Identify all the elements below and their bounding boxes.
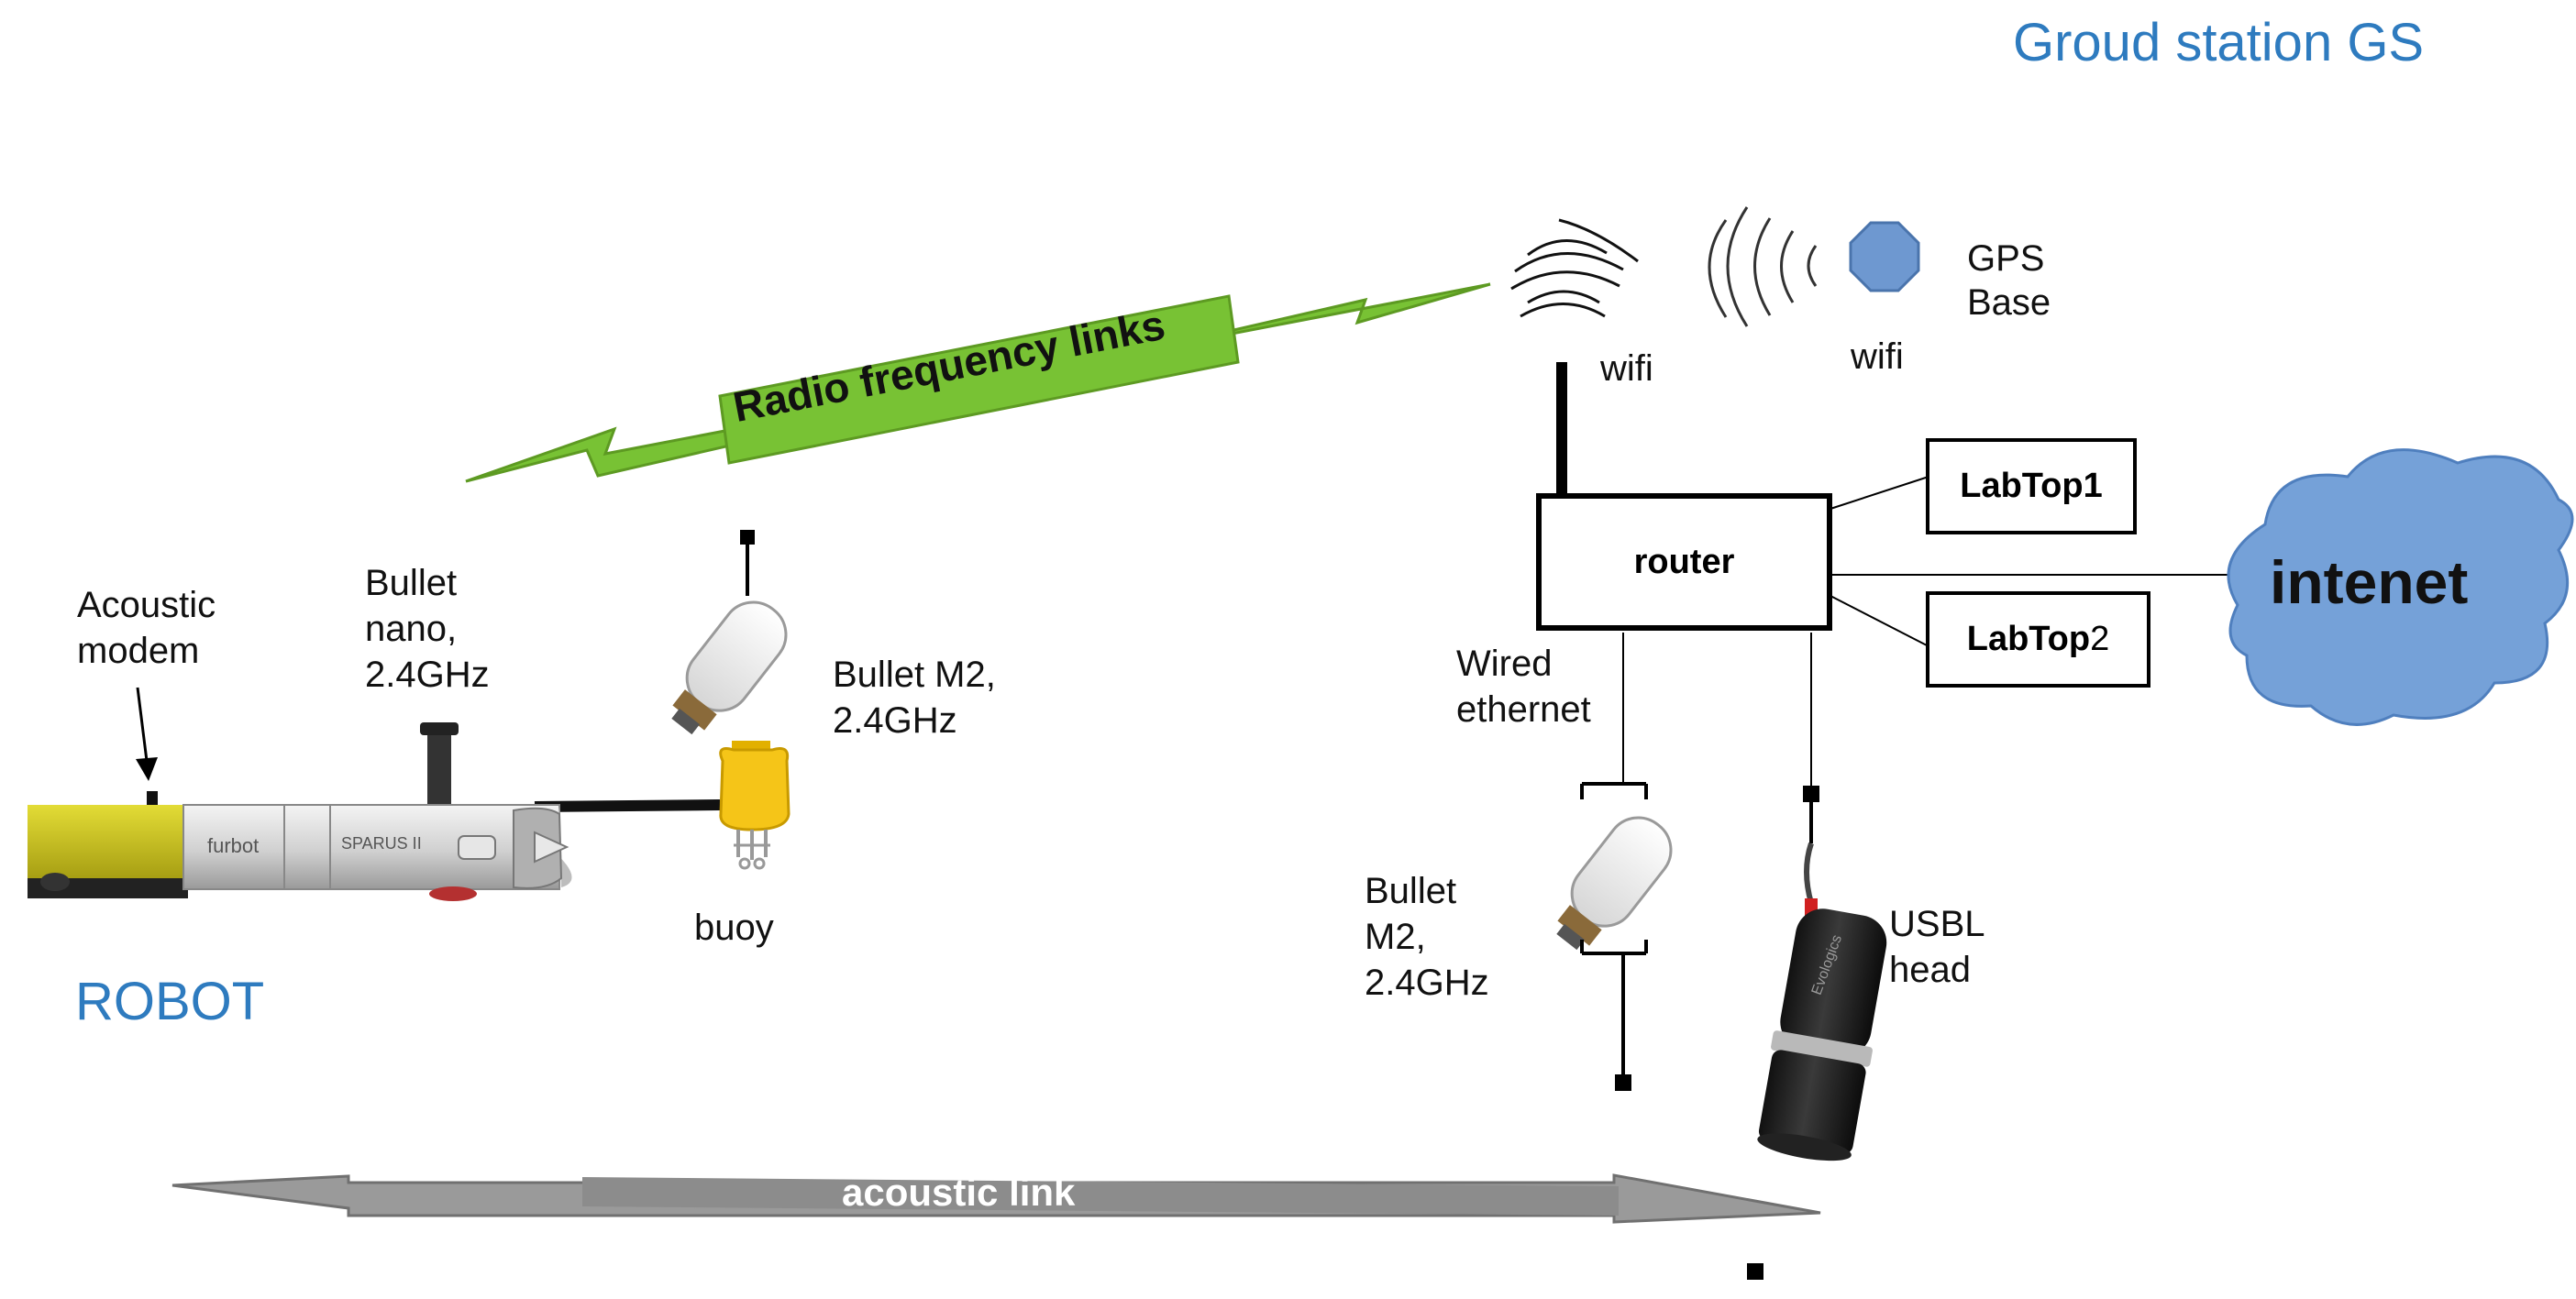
bullet-gs-label-1: Bullet (1365, 871, 1457, 911)
robot-marking-right: SPARUS II (341, 834, 422, 853)
buoy-label: buoy (694, 908, 774, 948)
laptop1-label: LabTop (1960, 467, 2084, 505)
bullet-gs-label-2: M2, (1365, 917, 1426, 957)
laptop1-box: LabTop 1 (1926, 438, 2137, 534)
wifi-waves-icon (1510, 218, 1639, 318)
acoustic-link-label: acoustic link (842, 1171, 1076, 1214)
wifi-label-router: wifi (1600, 348, 1653, 389)
terminal-marker (1747, 1263, 1763, 1280)
buoy-icon (534, 741, 790, 870)
bullet-nano-label-1: Bullet (365, 563, 458, 603)
usbl-label-1: USBL (1889, 904, 1985, 944)
gps-label-2: Base (1967, 282, 2051, 323)
wired-label-1: Wired (1456, 644, 1553, 684)
antenna-gs-icon (1556, 782, 1673, 1091)
laptop2-box: LabTop 2 (1926, 591, 2150, 688)
ground-station-title: Groud station GS (2013, 13, 2425, 72)
usbl-head-icon: Evologics (1757, 786, 1887, 1161)
robot-auv-icon: furbot SPARUS II (28, 722, 572, 901)
robot-title: ROBOT (75, 972, 265, 1031)
bullet-m2-buoy-label-2: 2.4GHz (833, 700, 957, 741)
gps-base-icon (1849, 221, 1920, 292)
wifi-waves-gps-icon (1708, 206, 1818, 327)
router-label: router (1633, 542, 1735, 581)
router-box: router (1536, 493, 1832, 631)
laptop2-number: 2 (2090, 620, 2110, 658)
bullet-m2-buoy-label-1: Bullet M2, (833, 655, 996, 695)
router-connections (1622, 476, 2238, 788)
bullet-nano-label-2: nano, (365, 609, 458, 649)
acoustic-modem-pointer (136, 687, 158, 781)
acoustic-link-arrow (171, 1173, 1821, 1224)
wired-label-2: ethernet (1456, 689, 1591, 730)
antenna-icon (671, 530, 788, 735)
laptop1-number: 1 (2083, 467, 2103, 505)
acoustic-modem-label-1: Acoustic (77, 585, 216, 625)
acoustic-modem-label-2: modem (77, 631, 200, 671)
bullet-gs-label-3: 2.4GHz (1365, 963, 1489, 1003)
robot-marking-left: furbot (207, 834, 259, 857)
cloud-icon (2227, 448, 2574, 726)
bullet-nano-label-3: 2.4GHz (365, 655, 490, 695)
wifi-label-gps: wifi (1851, 336, 1904, 377)
gps-label-1: GPS (1967, 238, 2045, 279)
radio-link-arrow (465, 282, 1491, 483)
laptop2-label: LabTop (1966, 620, 2091, 658)
usbl-label-2: head (1889, 950, 1971, 990)
internet-label: intenet (2270, 548, 2469, 616)
